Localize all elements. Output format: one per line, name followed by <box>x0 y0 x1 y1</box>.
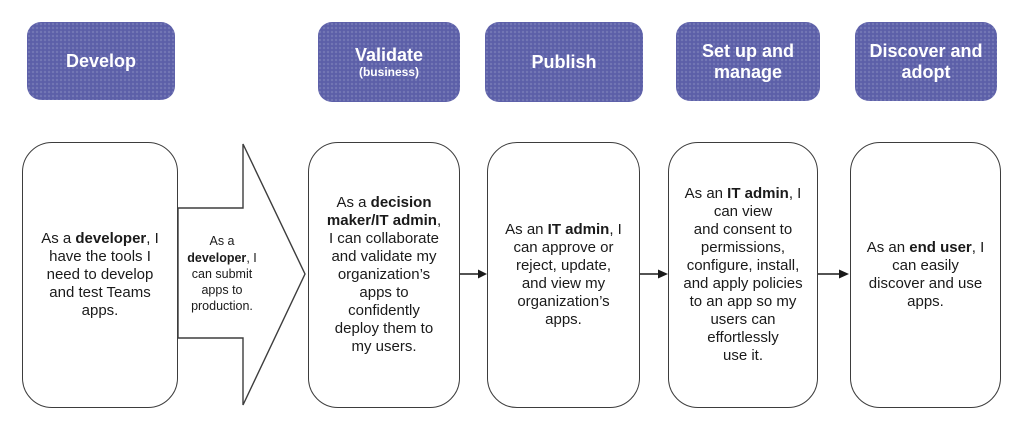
stage-header-label: Validate <box>354 44 424 65</box>
flow-arrow-publish-setup <box>640 269 668 279</box>
stage-header-label: Set up and manage <box>701 40 794 82</box>
flow-arrow-validate-publish <box>460 269 487 279</box>
arrowhead-icon <box>658 269 668 279</box>
flow-arrow-setup-discover <box>818 269 849 279</box>
stage-header-validate: Validate (business) <box>318 22 460 102</box>
stage-header-setup-manage: Set up and manage <box>676 22 820 101</box>
arrowhead-icon <box>839 269 849 279</box>
stage-header-discover-adopt: Discover and adopt <box>855 22 997 101</box>
stage-header-publish: Publish <box>485 22 643 102</box>
stage-header-develop: Develop <box>27 22 175 100</box>
stage-header-label: Develop <box>65 50 137 71</box>
stage-header-label: Discover and adopt <box>869 40 983 82</box>
stage-header-label: Publish <box>531 51 597 72</box>
stage-header-subtitle: (business) <box>358 65 419 80</box>
arrowhead-icon <box>478 269 487 279</box>
